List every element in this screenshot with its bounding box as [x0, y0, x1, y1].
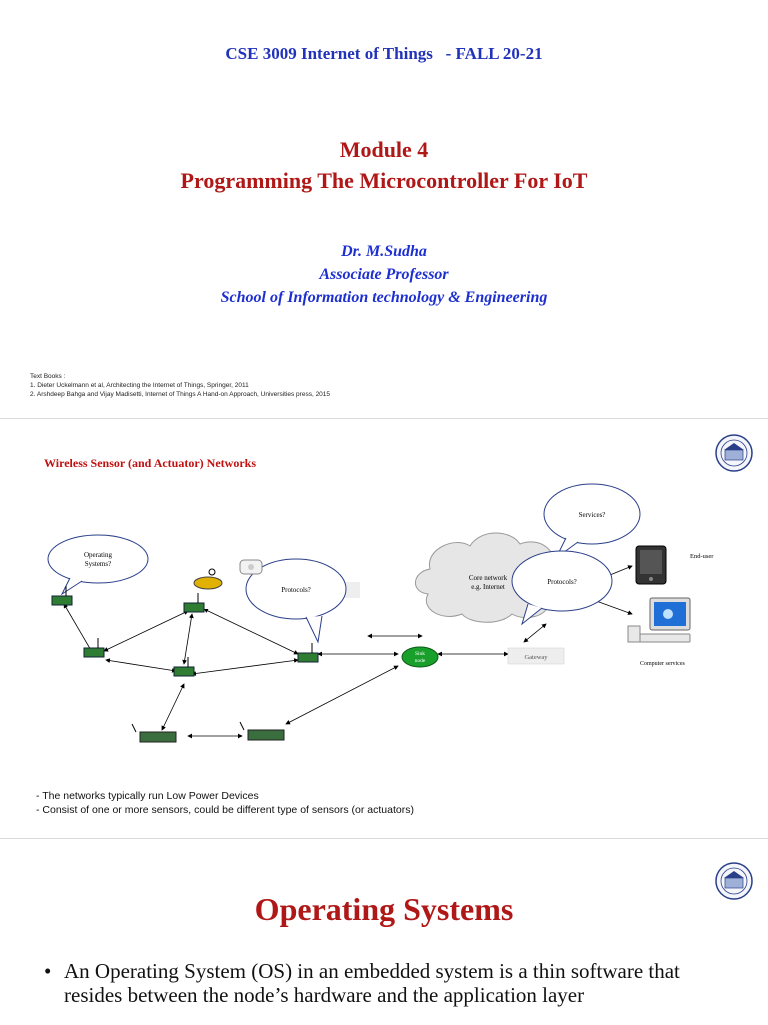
- author-role: Associate Professor: [319, 266, 449, 283]
- computer-services-label: Computer services: [640, 661, 685, 667]
- actuator-device-icon: [193, 568, 223, 590]
- end-user-label: End-user: [690, 553, 714, 560]
- gateway: Gateway: [507, 647, 565, 665]
- os-bullet-text: An Operating System (OS) in an embedded …: [64, 959, 680, 1007]
- bubble-operating-systems: Operating Systems?: [47, 534, 149, 596]
- bubble-os-line1: Operating: [84, 551, 112, 559]
- os-title: Operating Systems: [254, 891, 514, 927]
- cloud-line1: Core network: [469, 574, 508, 582]
- note-1: - The networks typically run Low Power D…: [36, 790, 259, 802]
- cloud-line2: e.g. Internet: [471, 583, 505, 591]
- course-title: CSE 3009 Internet of Things - FALL 20-21: [225, 44, 543, 63]
- sink-line1: Sink: [415, 651, 425, 657]
- university-seal-icon: [715, 862, 753, 900]
- bubble-protocols-left-label: Protocols?: [281, 586, 311, 594]
- sink-node: Sink node: [401, 646, 439, 668]
- title-slide: CSE 3009 Internet of Things - FALL 20-21…: [0, 0, 768, 418]
- author-name: Dr. M.Sudha: [341, 243, 427, 260]
- bullet-marker: •: [44, 959, 52, 983]
- bubble-protocols-right-label: Protocols?: [547, 578, 577, 586]
- author-school: School of Information technology & Engin…: [220, 289, 548, 306]
- sensor-board-icon: [131, 723, 177, 743]
- wsn-diagram: Operating Systems? Protocols? Core netwo…: [47, 483, 714, 743]
- sensor-device-icon: [239, 559, 263, 575]
- note-2: - Consist of one or more sensors, could …: [36, 804, 414, 816]
- os-slide: Operating Systems • An Operating System …: [0, 838, 768, 1025]
- sensor-node-icon: [297, 643, 319, 663]
- sensor-node-icon: [51, 586, 73, 606]
- bubble-services: Services?: [543, 483, 641, 559]
- textbooks: Text Books : 1. Dieter Uckelmann et al, …: [30, 372, 330, 399]
- bubble-protocols-left: Protocols?: [245, 558, 347, 644]
- computer-icon: [627, 597, 691, 643]
- sensor-node-icon: [173, 657, 195, 677]
- bubble-services-label: Services?: [579, 511, 606, 519]
- sensor-node-icon: [183, 593, 205, 613]
- bubble-protocols-right: Protocols?: [511, 550, 613, 626]
- textbook-1: 1. Dieter Uckelmann et al, Architecting …: [30, 382, 249, 389]
- module-title: Module 4: [339, 137, 429, 162]
- university-seal-icon: [715, 434, 753, 472]
- textbook-2: 2. Arshdeep Bahga and Vijay Madisetti, I…: [30, 391, 331, 398]
- sensor-node-icon: [83, 638, 105, 658]
- textbooks-heading: Text Books :: [30, 373, 66, 380]
- end-user-device-icon: [635, 545, 667, 585]
- wsn-notes: - The networks typically run Low Power D…: [36, 789, 414, 817]
- wsn-title: Wireless Sensor (and Actuator) Networks: [44, 456, 256, 470]
- module-subtitle: Programming The Microcontroller For IoT: [180, 168, 588, 193]
- gateway-label: Gateway: [524, 654, 548, 661]
- sink-line2: node: [415, 658, 426, 664]
- sensor-board-icon: [239, 721, 285, 741]
- wsn-slide: Wireless Sensor (and Actuator) Networks: [0, 418, 768, 831]
- bubble-os-line2: Systems?: [85, 560, 111, 568]
